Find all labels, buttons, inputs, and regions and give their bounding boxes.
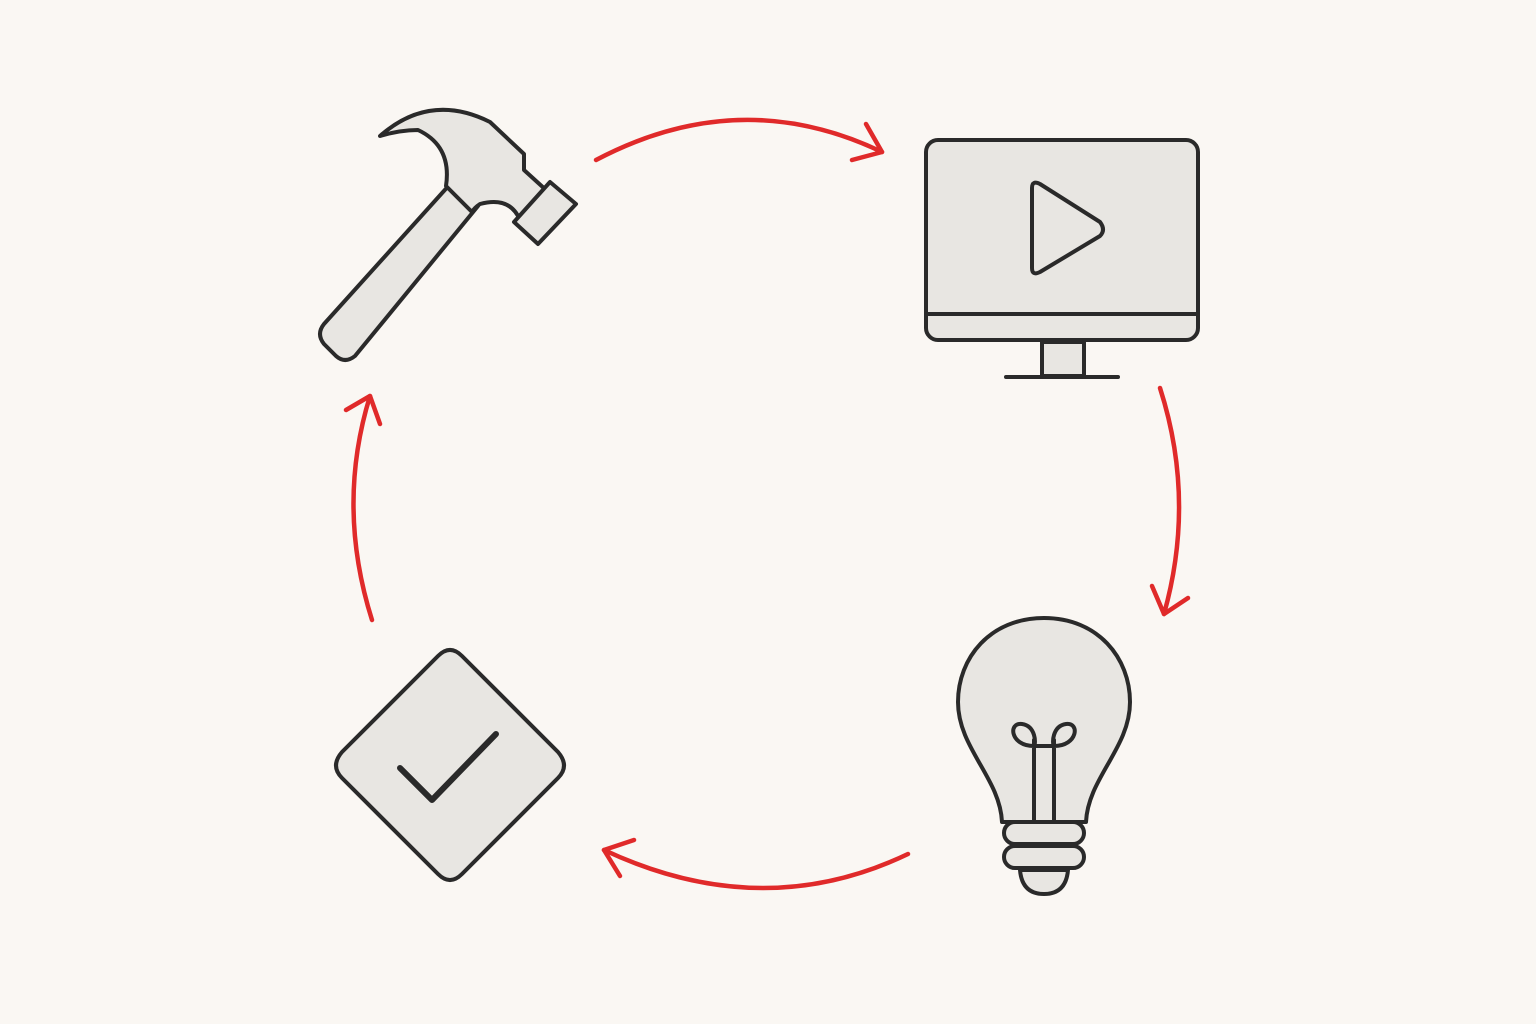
arrow-deploy-to-learn-head [1149,583,1191,617]
arrow-learn-to-validate-curve [601,847,911,891]
lightbulb-icon [956,616,1132,896]
bulb-base-ring-1 [1002,820,1086,846]
bulb-base-ring-2 [1002,844,1086,870]
arrow-build-to-deploy-curve [593,117,885,163]
arrow-build-to-deploy [593,117,885,163]
diamond-shape [334,648,566,882]
arrow-validate-to-build [343,393,383,623]
cycle-arrows [343,117,1191,891]
check-mark [397,731,499,803]
arrow-build-to-deploy-head [849,121,885,163]
arrow-deploy-to-learn [1149,385,1191,617]
arrow-deploy-to-learn-curve [1157,385,1182,617]
bulb-tip [1018,868,1070,896]
arrow-learn-to-validate [601,837,911,891]
arrow-validate-to-build-head [343,393,383,427]
hammer-face [512,180,578,246]
bulb-filament [1011,722,1077,824]
monitor-stand [1040,340,1086,378]
arrow-validate-to-build-curve [351,393,375,623]
play-triangle [1030,180,1105,276]
hammer-icon [318,107,578,362]
arrow-learn-to-validate-head [601,837,637,879]
checkmark-diamond-icon [334,648,566,882]
hammer-handle [318,180,480,362]
bulb-glass [956,616,1132,824]
hammer-head [378,107,548,222]
monitor-play-icon [924,138,1200,379]
